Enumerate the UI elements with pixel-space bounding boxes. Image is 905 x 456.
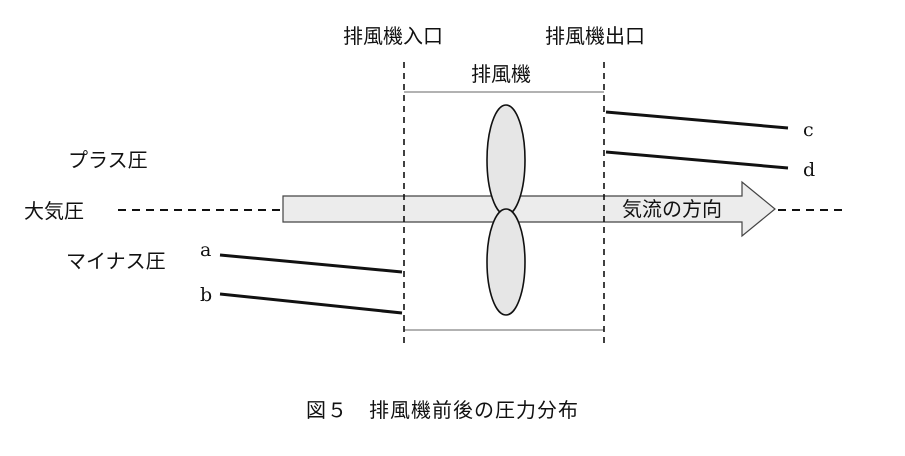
fan-label: 排風機 — [471, 62, 531, 86]
outlet-label: 排風機出口 — [545, 24, 645, 48]
pressure-line-b — [219, 292, 403, 315]
plus-pressure-label: プラス圧 — [68, 148, 148, 172]
pressure-line-d — [605, 150, 789, 170]
figure-caption: 図５ 排風機前後の圧力分布 — [306, 398, 579, 422]
atmospheric-pressure-label: 大気圧 — [24, 199, 84, 223]
pressure-line-a — [219, 253, 403, 274]
airflow-arrow — [282, 180, 776, 238]
line-b-label: b — [200, 284, 213, 306]
line-d-label: d — [803, 159, 816, 181]
line-c-label: c — [803, 119, 814, 141]
pressure-line-c — [605, 110, 789, 130]
flow-direction-label: 気流の方向 — [622, 197, 722, 221]
fan-blade-upper — [486, 104, 526, 216]
minus-pressure-label: マイナス圧 — [66, 249, 166, 273]
line-a-label: a — [200, 239, 212, 261]
inlet-label: 排風機入口 — [343, 24, 443, 48]
fan-blade-lower — [486, 208, 526, 316]
